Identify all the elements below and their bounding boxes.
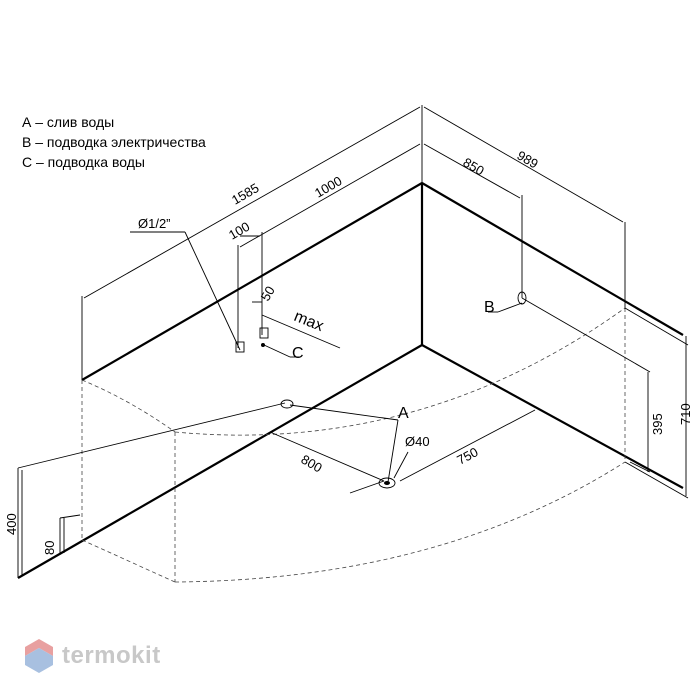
legend: А – слив воды В – подводка электричества…	[22, 112, 206, 172]
legend-item-water: С – подводка воды	[22, 154, 145, 170]
legend-item-electric: В – подводка электричества	[22, 134, 206, 150]
dim-750: 750	[454, 444, 480, 467]
brand-name: termokit	[62, 642, 161, 669]
dim-drain-diameter: Ø40	[405, 434, 430, 449]
dim-989: 989	[515, 148, 541, 172]
dim-395: 395	[650, 413, 665, 435]
dim-1585: 1585	[229, 180, 262, 207]
drain-a-floor	[378, 477, 396, 489]
dim-800: 800	[299, 452, 325, 476]
extension-lines	[17, 105, 689, 578]
dim-80: 80	[42, 541, 57, 555]
dim-850: 850	[461, 155, 487, 179]
dim-100: 100	[226, 219, 252, 243]
dim-50: 50	[258, 283, 278, 303]
tub-outline	[81, 307, 626, 583]
water-c-pipe-1	[235, 341, 245, 353]
termokit-logo-icon	[25, 639, 53, 673]
drain-a-upper	[280, 399, 294, 409]
dimension-lines	[21, 106, 687, 576]
label-b: В	[484, 299, 495, 316]
legend-item-drain: А – слив воды	[22, 114, 115, 130]
dim-400: 400	[4, 513, 19, 535]
dim-pipe-diameter: Ø1/2”	[138, 216, 171, 231]
label-a: А	[398, 405, 409, 422]
water-c-pipe-2	[259, 327, 269, 339]
wall-outline	[17, 182, 684, 579]
dim-max: max	[292, 308, 326, 335]
water-c-point	[261, 343, 265, 347]
brand-logo: termokit	[24, 636, 161, 676]
electric-b-outlet	[517, 291, 527, 305]
label-c: С	[292, 345, 304, 362]
dim-710: 710	[678, 403, 693, 425]
fixtures	[235, 291, 527, 489]
